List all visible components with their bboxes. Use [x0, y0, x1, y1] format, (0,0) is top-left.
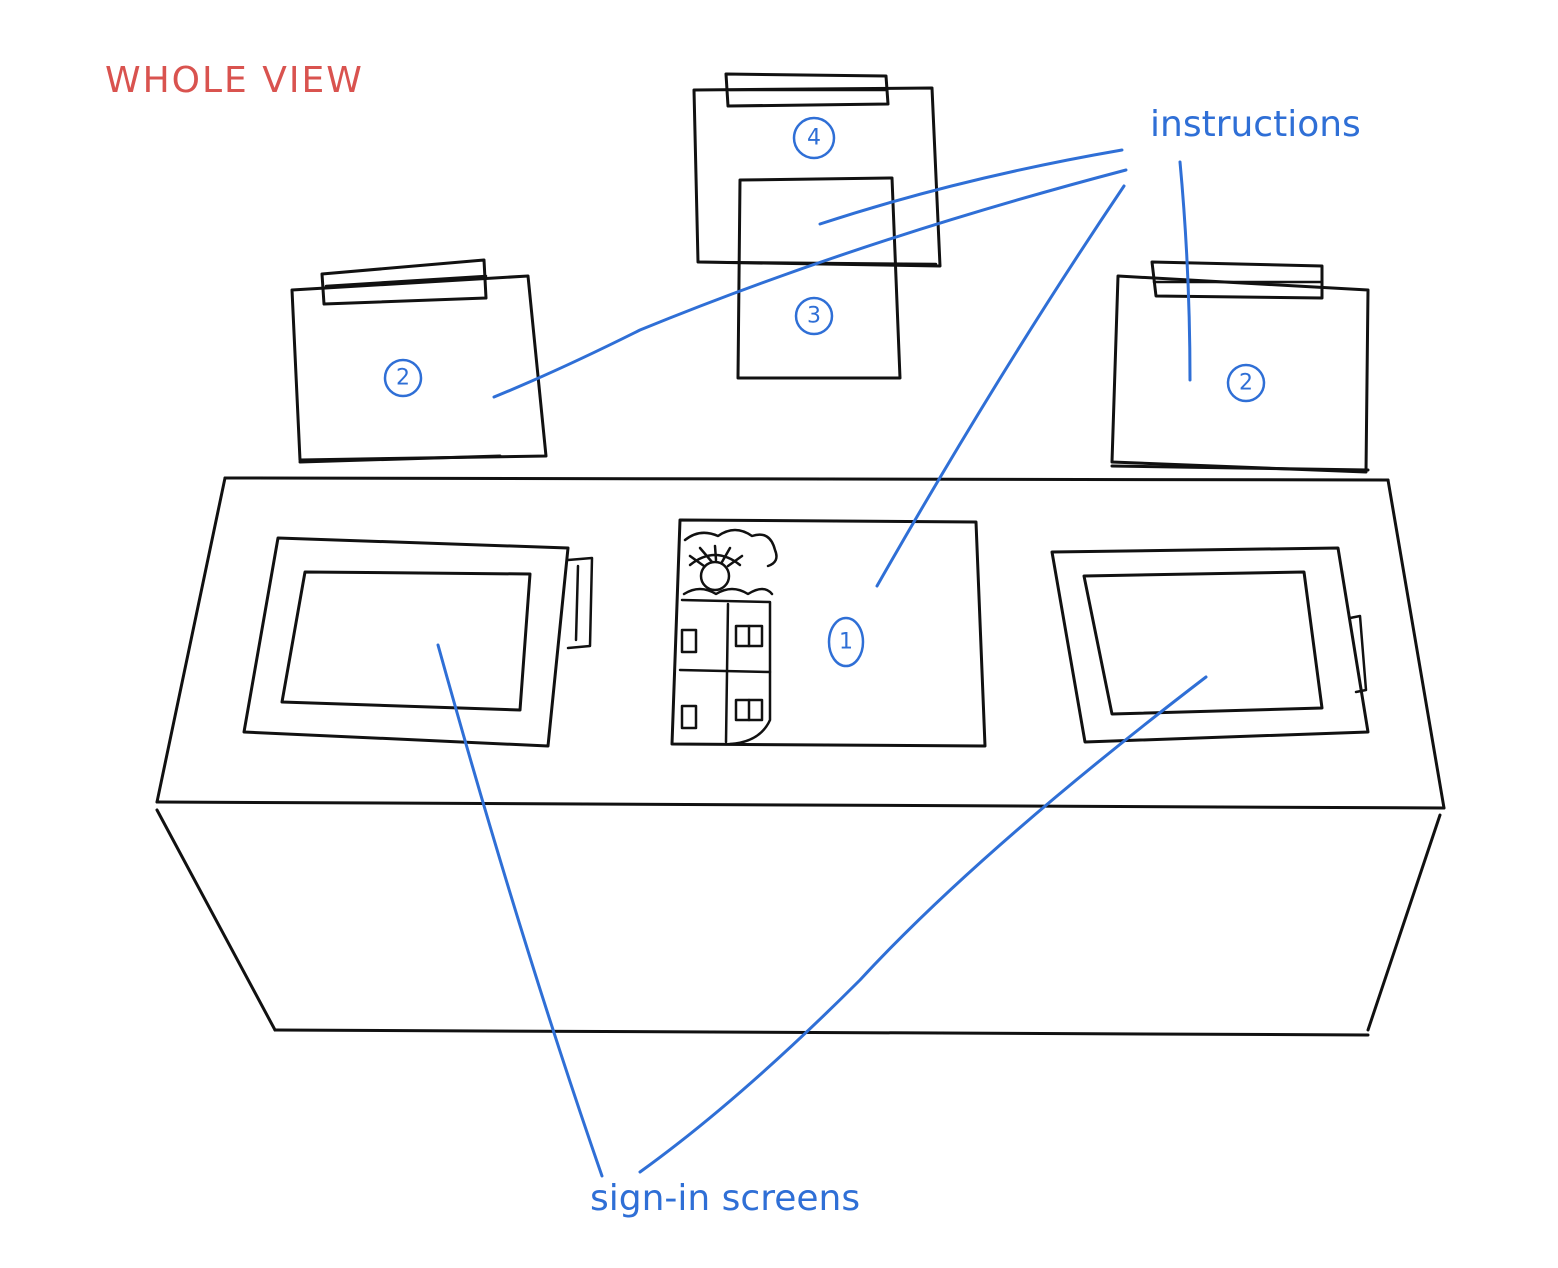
left-instruction-stand	[290, 258, 548, 464]
instructions-leader-lines	[492, 148, 1192, 588]
right-sign-in-tablet	[1050, 546, 1370, 744]
svg-text:3: 3	[807, 304, 821, 329]
marker-left-stand: 2	[383, 358, 423, 398]
svg-text:1: 1	[839, 630, 853, 655]
sign-in-screens-leader-lines	[436, 643, 1208, 1178]
svg-text:4: 4	[807, 126, 821, 151]
svg-text:2: 2	[396, 366, 410, 391]
sign-in-screens-label: sign-in screens	[590, 1178, 860, 1219]
svg-text:2: 2	[1239, 371, 1253, 396]
marker-main-display: 1	[827, 616, 865, 668]
left-sign-in-tablet	[242, 536, 594, 748]
desk	[155, 476, 1446, 1037]
marker-lower-top-sign: 3	[794, 296, 834, 336]
title-whole-view: WHOLE VIEW	[105, 60, 364, 101]
main-display	[670, 518, 987, 748]
marker-upper-top-sign: 4	[792, 116, 836, 160]
right-instruction-stand	[1110, 260, 1370, 474]
lower-top-sign	[698, 176, 938, 380]
upper-top-sign	[692, 72, 942, 268]
sun-building-logo	[678, 528, 778, 746]
instructions-label: instructions	[1150, 104, 1361, 145]
marker-right-stand: 2	[1226, 363, 1266, 403]
